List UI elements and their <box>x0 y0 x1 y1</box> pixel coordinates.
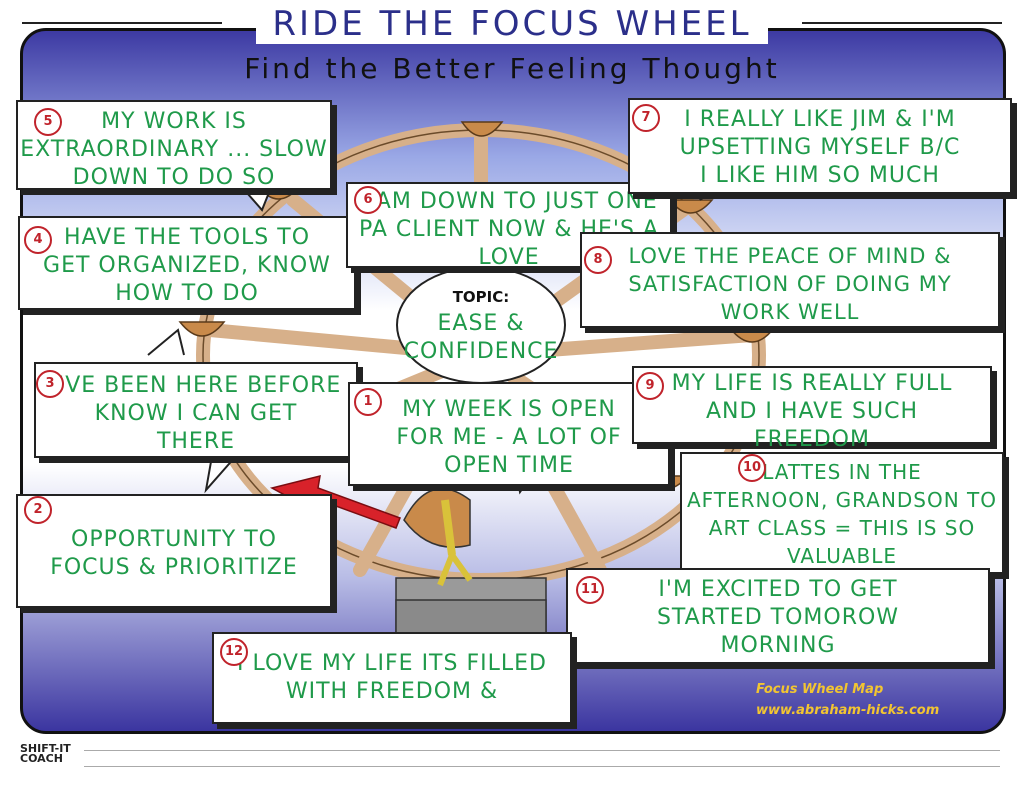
statement-text-11: I'M EXCITED TO GET STARTED TOMOROW MORNI… <box>656 577 900 658</box>
statement-number-7: 7 <box>632 104 660 132</box>
topic-label: TOPIC: <box>452 288 510 306</box>
statement-bubble-5: MY WORK IS EXTRAORDINARY ... SLOW DOWN T… <box>16 100 332 190</box>
map-label: Focus Wheel Map <box>756 682 884 697</box>
person-figure <box>403 488 473 587</box>
statement-text-3: I'VE BEEN HERE BEFORE KNOW I CAN GET THE… <box>50 373 342 454</box>
topic-center: TOPIC: EASE & CONFIDENCE <box>396 266 566 384</box>
writing-line-1 <box>84 750 1000 751</box>
statement-number-3: 3 <box>36 370 64 398</box>
statement-bubble-4: HAVE THE TOOLS TO GET ORGANIZED, KNOW HO… <box>18 216 356 310</box>
statement-bubble-1: MY WEEK IS OPEN FOR ME - A LOT OF OPEN T… <box>348 382 670 486</box>
statement-bubble-8: LOVE THE PEACE OF MIND & SATISFACTION OF… <box>580 232 1000 328</box>
topic-text: EASE & CONFIDENCE <box>403 311 559 364</box>
statement-number-9: 9 <box>636 372 664 400</box>
statement-number-6: 6 <box>354 186 382 214</box>
writing-line-2 <box>84 766 1000 767</box>
statement-bubble-3: I'VE BEEN HERE BEFORE KNOW I CAN GET THE… <box>34 362 358 458</box>
statement-bubble-9: MY LIFE IS REALLY FULL AND I HAVE SUCH F… <box>632 366 992 452</box>
title-rule-left <box>22 22 222 24</box>
statement-number-1: 1 <box>354 388 382 416</box>
statement-number-4: 4 <box>24 226 52 254</box>
statement-text-2: OPPORTUNITY TO FOCUS & PRIORITIZE <box>50 527 298 580</box>
logo-line-1: SHIFT-IT <box>20 742 71 755</box>
page-title: RIDE THE FOCUS WHEEL <box>256 4 768 44</box>
title-rule-right <box>802 22 1002 24</box>
title-wrap: RIDE THE FOCUS WHEEL <box>0 4 1024 44</box>
statement-text-1: MY WEEK IS OPEN FOR ME - A LOT OF OPEN T… <box>396 397 622 478</box>
page-subtitle: Find the Better Feeling Thought <box>244 52 780 85</box>
statement-bubble-11: I'M EXCITED TO GET STARTED TOMOROW MORNI… <box>566 568 990 664</box>
shift-it-coach-logo: SHIFT-IT COACH <box>20 742 71 765</box>
stairs <box>395 577 547 639</box>
statement-number-12: 12 <box>220 638 248 666</box>
statement-text-10: LATTES IN THE AFTERNOON, GRANDSON TO ART… <box>686 460 998 568</box>
statement-bubble-2: OPPORTUNITY TO FOCUS & PRIORITIZE <box>16 494 332 608</box>
statement-number-10: 10 <box>738 454 766 482</box>
statement-text-4: HAVE THE TOOLS TO GET ORGANIZED, KNOW HO… <box>43 225 331 306</box>
statement-text-7: I REALLY LIKE JIM & I'M UPSETTING MYSELF… <box>679 107 961 188</box>
statement-number-8: 8 <box>584 246 612 274</box>
statement-text-9: MY LIFE IS REALLY FULL AND I HAVE SUCH F… <box>671 371 953 452</box>
source-url: www.abraham-hicks.com <box>756 703 940 718</box>
statement-number-5: 5 <box>34 108 62 136</box>
statement-bubble-7: I REALLY LIKE JIM & I'M UPSETTING MYSELF… <box>628 98 1012 194</box>
statement-bubble-10: LATTES IN THE AFTERNOON, GRANDSON TO ART… <box>680 452 1004 574</box>
statement-number-11: 11 <box>576 576 604 604</box>
statement-text-12: I LOVE MY LIFE ITS FILLED WITH FREEDOM & <box>237 651 547 704</box>
statement-number-2: 2 <box>24 496 52 524</box>
logo-line-2: COACH <box>20 752 63 765</box>
statement-text-5: MY WORK IS EXTRAORDINARY ... SLOW DOWN T… <box>20 109 328 190</box>
statement-text-8: LOVE THE PEACE OF MIND & SATISFACTION OF… <box>628 244 952 324</box>
statement-bubble-12: I LOVE MY LIFE ITS FILLED WITH FREEDOM & <box>212 632 572 724</box>
